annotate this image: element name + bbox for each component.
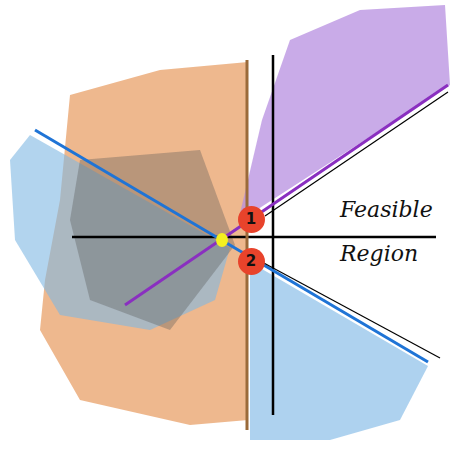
callout-number: 1 bbox=[246, 212, 256, 227]
region-label: Feasible Region bbox=[340, 188, 440, 276]
x-axis bbox=[72, 236, 436, 239]
callout-circle: 1 bbox=[238, 206, 265, 233]
constraint-line bbox=[246, 60, 249, 430]
callout-number: 2 bbox=[246, 254, 256, 269]
constraint-line bbox=[125, 85, 448, 305]
region-boundary bbox=[262, 262, 440, 358]
blue-shading bbox=[250, 262, 428, 440]
overlap-shading bbox=[70, 150, 235, 330]
callout-circle: 2 bbox=[238, 248, 265, 275]
y-axis bbox=[272, 55, 275, 415]
purple-shading bbox=[238, 5, 450, 222]
vertex-dot bbox=[216, 233, 228, 247]
